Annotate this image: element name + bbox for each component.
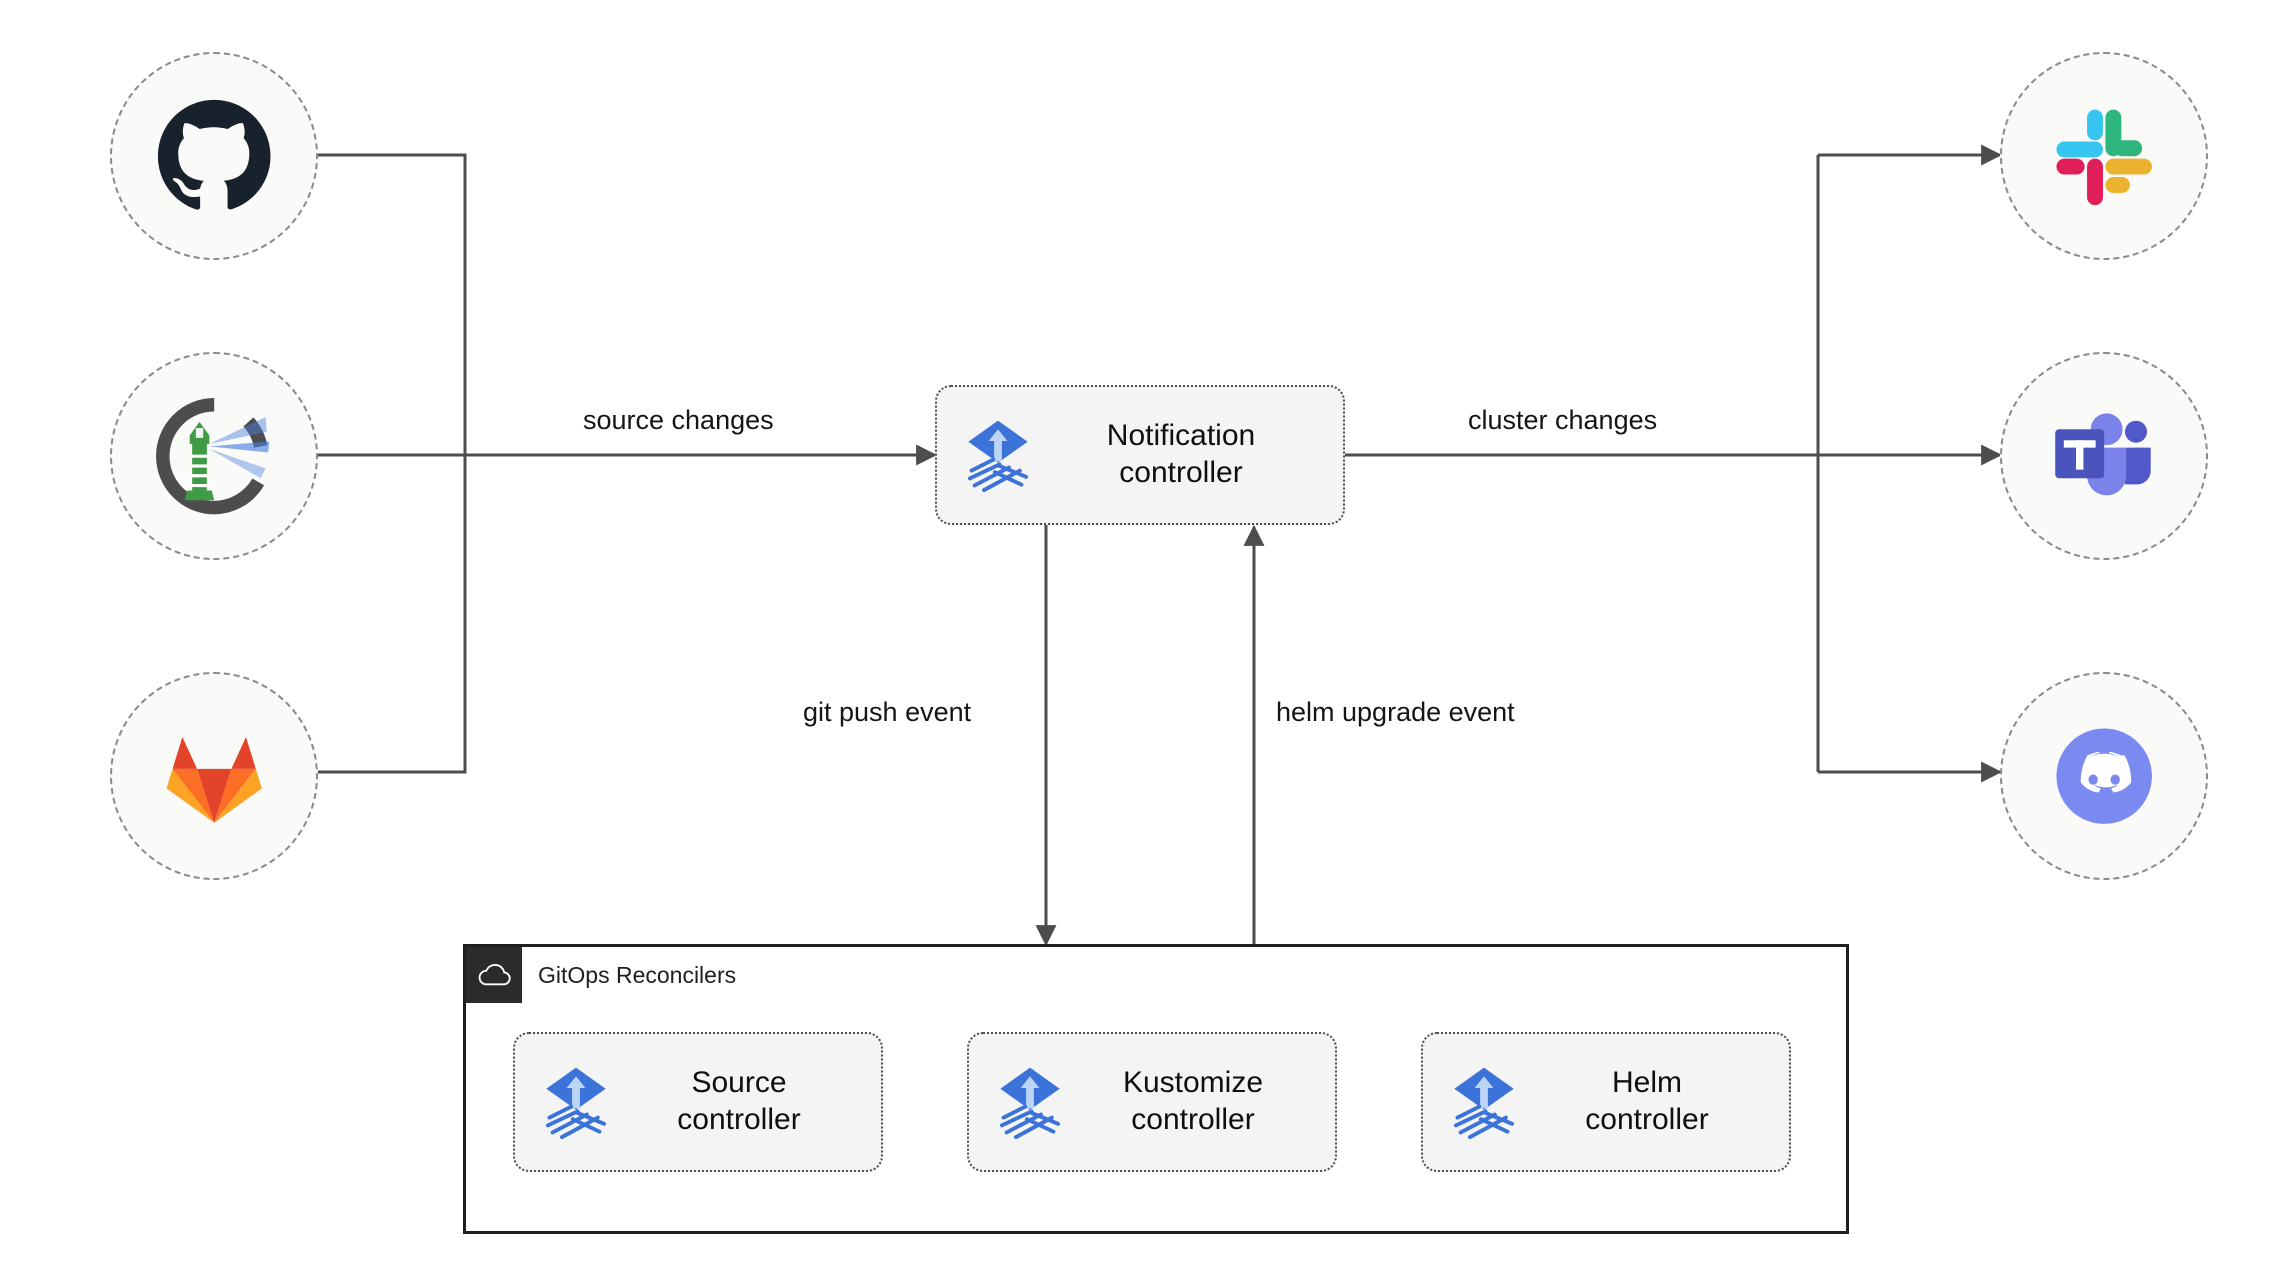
gitlab-icon [166, 736, 262, 823]
source-controller-label: Source controller [677, 1066, 801, 1136]
gitops-reconcilers-title: GitOps Reconcilers [538, 961, 737, 988]
target-node-slack[interactable] [2000, 52, 2208, 260]
discord-icon [2056, 728, 2152, 824]
microsoft-teams-icon [2055, 413, 2151, 496]
github-icon [157, 99, 271, 210]
source-controller-box[interactable]: Source controller [513, 1032, 883, 1172]
flux-icon [999, 1067, 1061, 1140]
flux-icon [545, 1067, 607, 1140]
target-node-discord[interactable] [2000, 672, 2208, 880]
notification-controller-box[interactable]: Notification controller [935, 385, 1345, 525]
helm-controller-label: Helm controller [1585, 1066, 1709, 1136]
kustomize-controller-label: Kustomize controller [1122, 1066, 1264, 1136]
edge-label-cluster-changes: cluster changes [1460, 405, 1666, 436]
source-node-github[interactable] [110, 52, 318, 260]
edge-label-source-changes: source changes [575, 405, 782, 436]
flux-icon [967, 420, 1029, 493]
gitops-reconcilers-header: GitOps Reconcilers [466, 947, 736, 1003]
source-node-gitlab[interactable] [110, 672, 318, 880]
slack-icon [2056, 109, 2152, 205]
helm-controller-box[interactable]: Helm controller [1421, 1032, 1791, 1172]
edge-label-helm-upgrade-event: helm upgrade event [1268, 697, 1523, 728]
lighthouse-icon [155, 397, 270, 515]
notification-controller-label: Notification controller [1106, 419, 1256, 489]
edge-label-git-push-event: git push event [795, 697, 980, 728]
flux-icon [1453, 1067, 1515, 1140]
target-node-teams[interactable] [2000, 352, 2208, 560]
cloud-chip [466, 947, 522, 1003]
kustomize-controller-box[interactable]: Kustomize controller [967, 1032, 1337, 1172]
cloud-icon [478, 963, 511, 986]
source-node-flagger[interactable] [110, 352, 318, 560]
